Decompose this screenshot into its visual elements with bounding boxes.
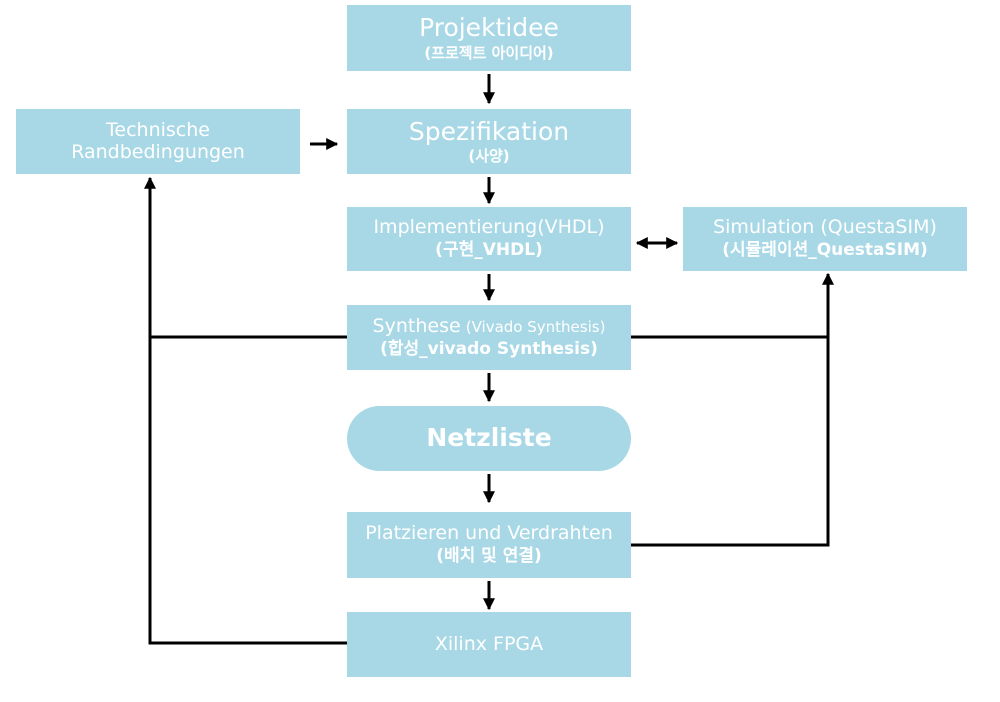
node-spezifikation-title: Spezifikation	[408, 116, 570, 146]
node-simulation: Simulation (QuestaSIM) (시뮬레이션_QuestaSIM)	[683, 207, 967, 271]
node-platzieren-subtitle: (배치 및 연결)	[436, 546, 542, 567]
node-simulation-subtitle: (시뮬레이션_QuestaSIM)	[722, 240, 928, 261]
node-technische-line1: Technische	[106, 118, 210, 141]
arrow-fpga-to-technische	[144, 176, 347, 645]
node-spezifikation-subtitle: (사양)	[468, 147, 510, 166]
arrow-platzieren-to-simulation	[631, 272, 834, 547]
node-synthese-title: Synthese	[372, 314, 461, 337]
node-netzliste: Netzliste	[347, 406, 631, 471]
node-xilinx-fpga: Xilinx FPGA	[347, 612, 631, 677]
node-synthese: Synthese (Vivado Synthesis) (합성_vivado S…	[347, 305, 631, 370]
node-projektidee-subtitle: (프로젝트 아이디어)	[424, 43, 554, 62]
node-synthese-title-row: Synthese (Vivado Synthesis)	[372, 314, 606, 338]
node-synthese-subtitle: (합성_vivado Synthesis)	[380, 338, 598, 359]
node-simulation-title: Simulation (QuestaSIM)	[713, 216, 937, 239]
node-platzieren-title: Platzieren und Verdrahten	[365, 522, 613, 545]
node-projektidee: Projektidee (프로젝트 아이디어)	[347, 5, 631, 71]
node-technische-randbedingungen: Technische Randbedingungen	[16, 109, 300, 174]
node-implementierung-title: Implementierung(VHDL)	[373, 216, 605, 239]
node-fpga-title: Xilinx FPGA	[434, 632, 544, 655]
node-projektidee-title: Projektidee	[419, 13, 559, 42]
node-platzieren: Platzieren und Verdrahten (배치 및 연결)	[347, 512, 631, 578]
node-spezifikation: Spezifikation (사양)	[347, 109, 631, 174]
node-synthese-title-suffix: (Vivado Synthesis)	[465, 317, 606, 336]
node-implementierung: Implementierung(VHDL) (구현_VHDL)	[347, 207, 631, 271]
node-netzliste-title: Netzliste	[426, 423, 552, 453]
node-technische-line2: Randbedingungen	[71, 140, 245, 163]
node-implementierung-subtitle: (구현_VHDL)	[435, 240, 543, 261]
